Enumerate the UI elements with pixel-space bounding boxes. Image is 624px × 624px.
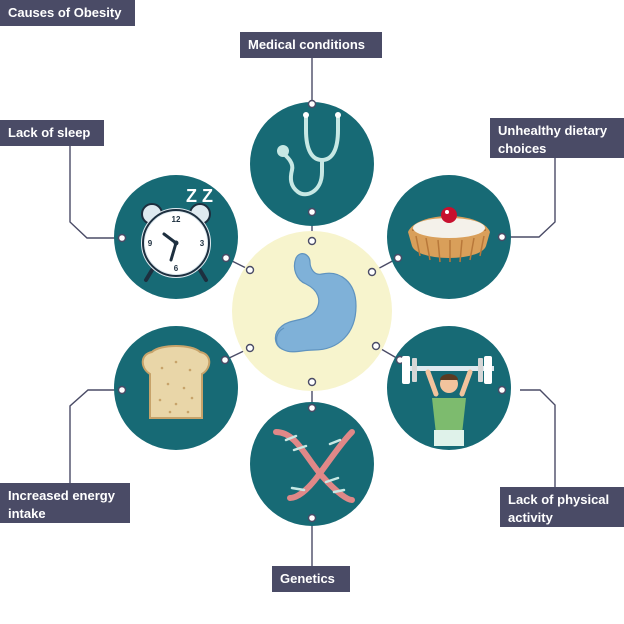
connector-activity [520, 389, 556, 487]
label-increased-energy-intake: Increased energy intake [0, 483, 130, 523]
connector-sleep [69, 143, 122, 239]
alarm-clock-icon: 12 3 6 9 Z Z [141, 186, 213, 282]
label-unhealthy-dietary-choices: Unhealthy dietary choices [490, 118, 624, 158]
cake-icon [408, 207, 490, 263]
label-genetics: Genetics [272, 566, 350, 592]
clock-number-3: 3 [200, 239, 205, 248]
center-circle [232, 231, 392, 391]
connector-energy [69, 389, 122, 483]
diagram-title: Causes of Obesity [0, 0, 135, 26]
label-medical-conditions: Medical conditions [240, 32, 382, 58]
stethoscope-icon [277, 112, 341, 197]
connector-diet [502, 158, 556, 238]
connector-dots [117, 99, 507, 523]
label-lack-of-physical-activity: Lack of physical activity [500, 487, 624, 527]
clock-number-6: 6 [174, 264, 179, 273]
dna-icon [273, 429, 355, 503]
snore-zz: Z Z [186, 186, 213, 206]
medical-circle [250, 102, 374, 226]
stomach-icon [274, 253, 357, 353]
label-lack-of-sleep: Lack of sleep [0, 120, 104, 146]
weightlifter-icon [402, 356, 494, 446]
clock-number-12: 12 [172, 215, 181, 224]
bread-icon [141, 345, 211, 419]
clock-number-9: 9 [148, 239, 153, 248]
